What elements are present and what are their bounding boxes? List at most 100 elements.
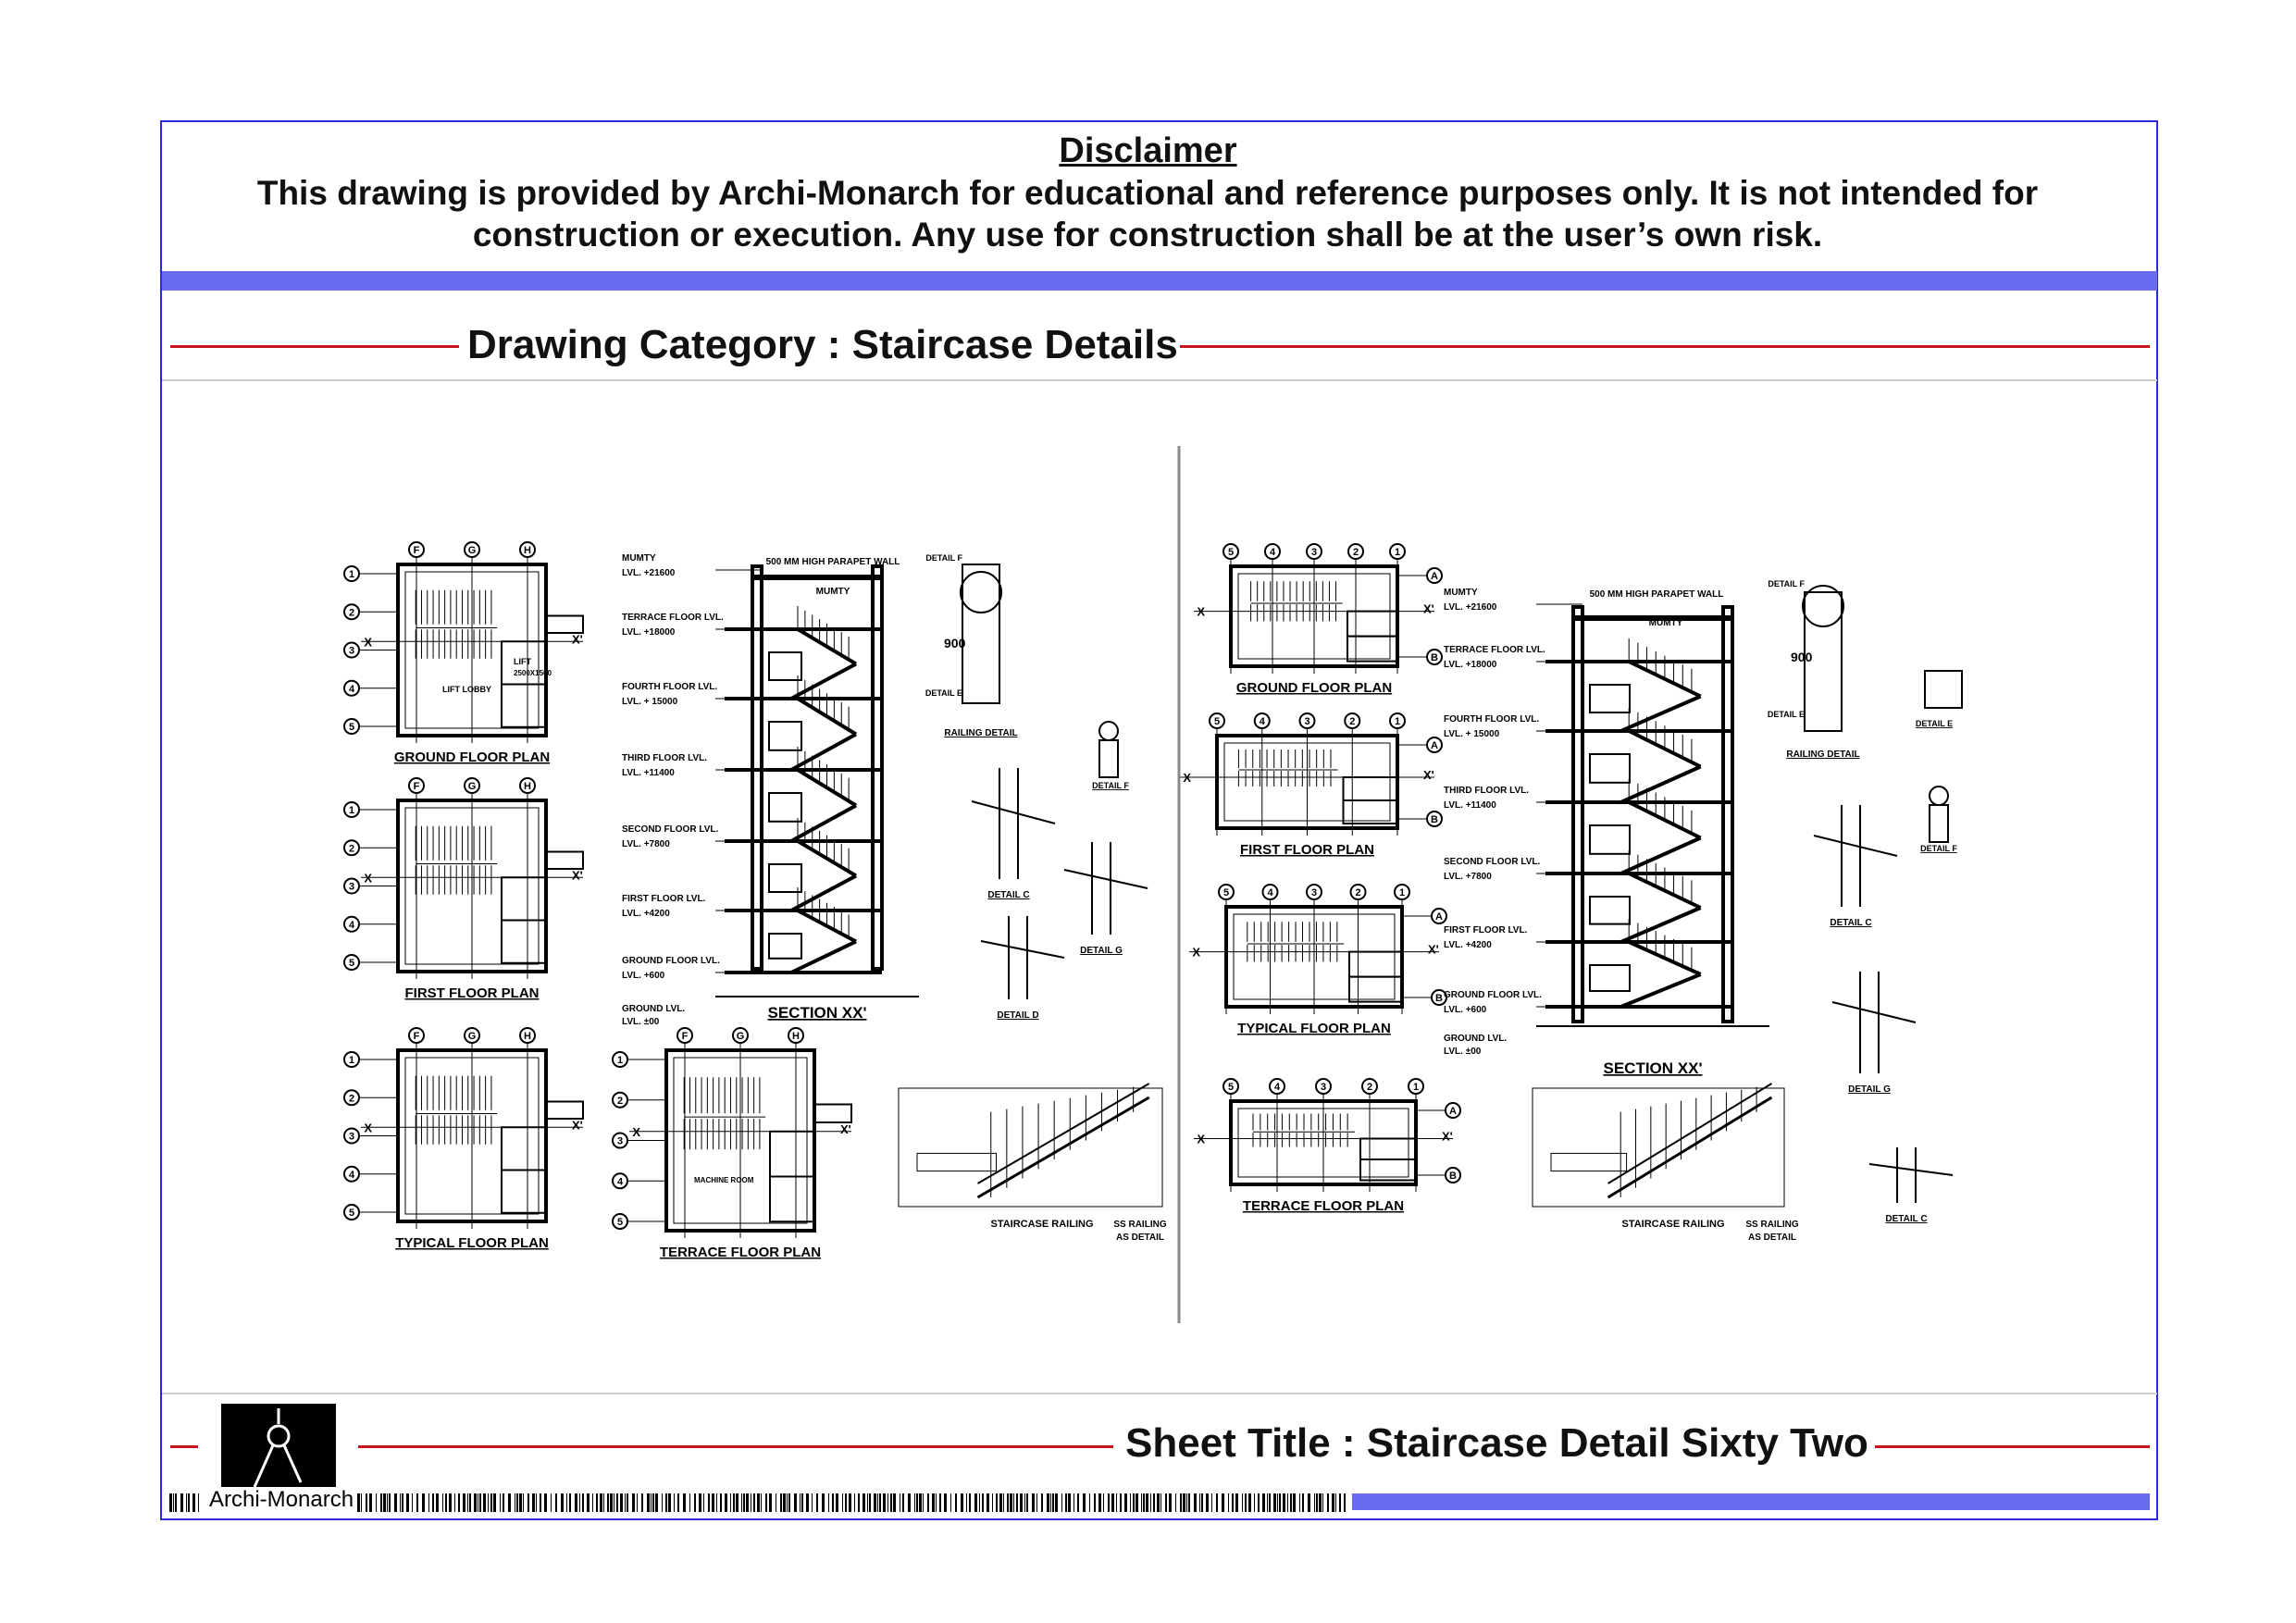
drawing-rect	[501, 919, 547, 964]
barcode-bar	[812, 1493, 813, 1512]
barcode-bar	[1199, 1493, 1200, 1512]
barcode-bar	[662, 1493, 663, 1512]
barcode-bar	[730, 1493, 731, 1512]
barcode-bar	[1103, 1493, 1104, 1512]
barcode-bar	[1026, 1493, 1028, 1512]
level-value: LVL. +600	[1444, 1005, 1487, 1015]
level-name: FIRST FLOOR LVL.	[1444, 925, 1528, 935]
barcode-bar	[1188, 1493, 1190, 1512]
grid-label: A	[1431, 571, 1438, 582]
barcode-bar	[1141, 1493, 1142, 1512]
barcode-bar	[389, 1493, 391, 1512]
level-value: LVL. +11400	[622, 768, 675, 778]
barcode-bar	[1120, 1493, 1122, 1512]
barcode-bar	[620, 1493, 623, 1512]
barcode-bar	[1007, 1493, 1009, 1512]
barcode-bar	[828, 1493, 829, 1512]
drawing-rect	[1359, 1137, 1417, 1160]
level-value: LVL. +21600	[622, 568, 676, 578]
barcode-bar	[637, 1493, 638, 1512]
barcode-bar	[616, 1493, 618, 1512]
drawing-line	[1607, 1096, 1773, 1199]
drawing-line	[971, 800, 1056, 824]
drawing-rect	[545, 1100, 584, 1120]
level-name: SECOND FLOOR LVL.	[1444, 857, 1540, 867]
barcode-bar	[668, 1493, 671, 1512]
barcode-bar	[394, 1493, 397, 1512]
brand-name: Archi-Monarch	[205, 1487, 358, 1513]
drawing-rect	[1804, 591, 1843, 732]
drawing-rect	[1348, 975, 1403, 1003]
drawing-line	[1063, 869, 1148, 889]
drawing-rect	[769, 1175, 815, 1223]
level-value: LVL. +7800	[1444, 872, 1492, 882]
grid-label: 1	[1395, 716, 1400, 727]
plan-title: GROUND FLOOR PLAN	[394, 750, 550, 765]
grid-label: 3	[349, 646, 354, 657]
barcode-bar	[1262, 1493, 1265, 1512]
detail-label: DETAIL D	[997, 1010, 1038, 1021]
barcode-bar	[442, 1493, 443, 1512]
drawing-line	[790, 873, 857, 912]
level-value: LVL. +600	[622, 971, 665, 981]
barcode-bar	[1279, 1493, 1281, 1512]
barcode-bar	[523, 1493, 524, 1512]
barcode-bar	[708, 1493, 710, 1512]
barcode-bar	[652, 1493, 654, 1512]
barcode-bar	[1248, 1493, 1251, 1512]
grid-label: 5	[1214, 716, 1220, 727]
grid-label: 5	[1228, 547, 1234, 558]
barcode-bar	[788, 1493, 790, 1512]
barcode-bar	[369, 1493, 372, 1512]
grid-label: F	[682, 1031, 689, 1042]
barcode-bar	[1036, 1493, 1037, 1512]
railing-label: SS RAILING	[1745, 1220, 1798, 1230]
barcode-bar	[974, 1493, 977, 1512]
barcode-bar	[743, 1493, 745, 1512]
section-mark: X	[1192, 946, 1200, 960]
barcode-bar	[992, 1493, 993, 1512]
section-mark: X'	[1442, 1130, 1453, 1144]
grid-bubble	[1802, 585, 1844, 627]
barcode-bar	[175, 1493, 177, 1512]
barcode-bar	[1222, 1493, 1224, 1512]
lift-size: 2500X1500	[514, 669, 552, 677]
barcode-bar	[1130, 1493, 1131, 1512]
barcode-bar	[532, 1493, 535, 1512]
drawing-rect	[1924, 670, 1963, 709]
level-value: LVL. +7800	[622, 839, 670, 849]
grid-label: 1	[349, 1055, 354, 1066]
barcode-bar	[683, 1493, 686, 1512]
drawing-rect	[1342, 776, 1398, 801]
grid-label: 1	[1399, 887, 1405, 898]
barcode-bar	[836, 1493, 838, 1512]
drawing-rect	[1589, 824, 1631, 855]
level-name: SECOND FLOOR LVL.	[622, 824, 718, 835]
drawing-rect	[898, 1087, 1163, 1208]
title-rule-left	[170, 1445, 198, 1448]
drawing-rect	[962, 564, 1000, 704]
drawing-line	[790, 803, 857, 843]
barcode-bar	[361, 1493, 362, 1512]
barcode-bar	[493, 1493, 496, 1512]
barcode-bar	[544, 1493, 547, 1512]
barcode-bar	[625, 1493, 626, 1512]
barcode-bar	[400, 1493, 401, 1512]
title-rule-right	[1875, 1445, 2150, 1448]
grid-label: 4	[617, 1176, 624, 1187]
drawing-rect	[768, 721, 802, 751]
level-value: LVL. +4200	[622, 909, 670, 919]
grid-label: 3	[617, 1136, 623, 1147]
grid-bubble	[960, 571, 1002, 613]
level-name: GROUND FLOOR LVL.	[1444, 990, 1542, 1000]
barcode-bar	[1010, 1493, 1012, 1512]
barcode-bar	[516, 1493, 518, 1512]
detail-label: DETAIL E	[1916, 719, 1953, 728]
barcode-bar	[703, 1493, 704, 1512]
drawing-line	[976, 1083, 1150, 1184]
barcode-bar	[1242, 1493, 1243, 1512]
barcode-bar	[519, 1493, 522, 1512]
grid-label: 1	[1413, 1082, 1419, 1093]
grid-label: 2	[349, 843, 354, 854]
barcode-bar	[422, 1493, 425, 1512]
